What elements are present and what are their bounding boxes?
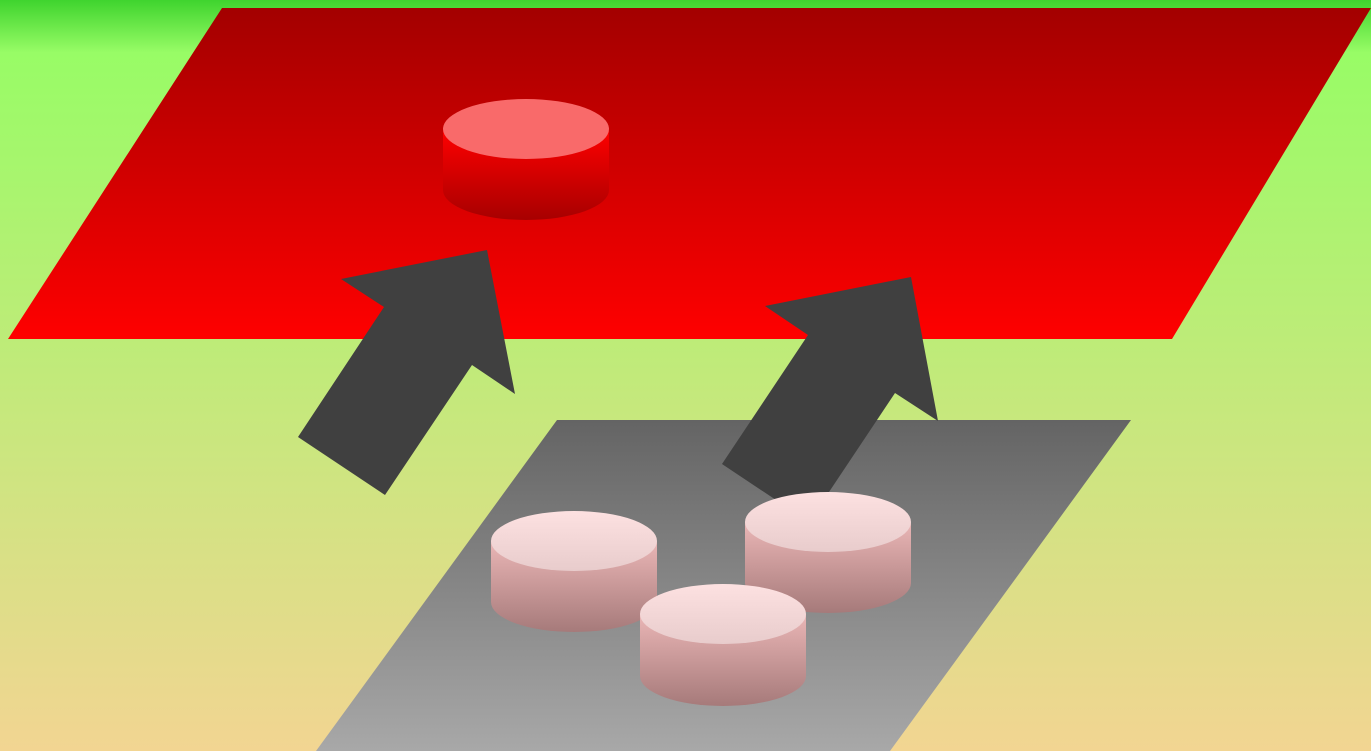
lower-disk-front-top xyxy=(640,584,806,644)
upper-disk xyxy=(443,99,609,220)
upper-plane xyxy=(8,8,1371,339)
lower-disk-left xyxy=(491,511,657,632)
lower-disk-front xyxy=(640,584,806,706)
upper-disk-top xyxy=(443,99,609,159)
lower-disk-right-top xyxy=(745,492,911,552)
lower-disk-left-top xyxy=(491,511,657,571)
